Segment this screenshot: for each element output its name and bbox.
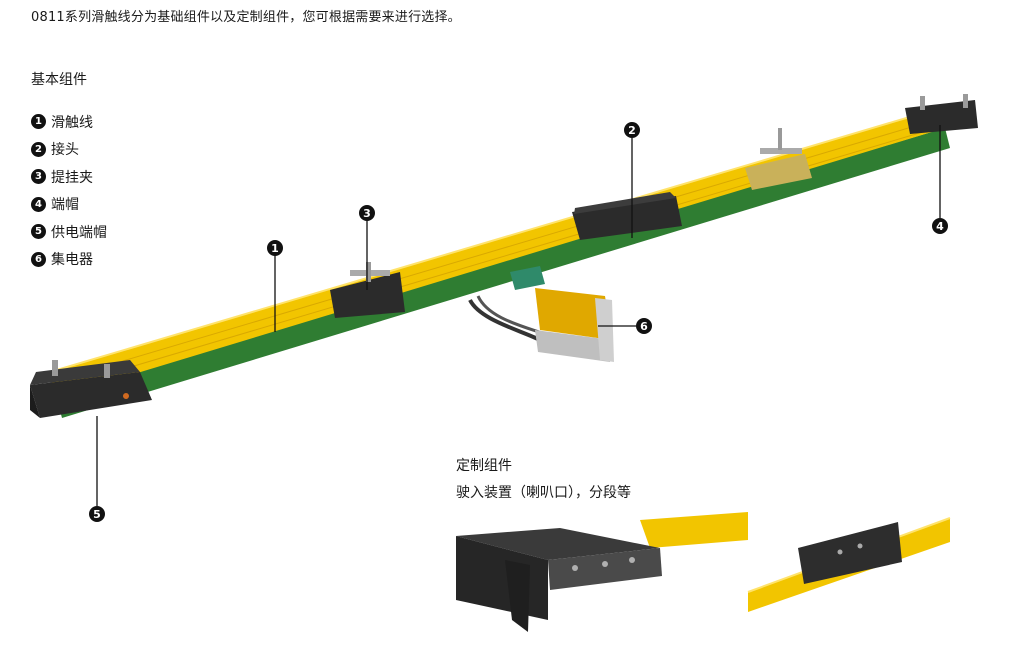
rail-joint — [572, 192, 682, 240]
list-item-label: 端帽 — [51, 197, 79, 214]
callout-4: 4 — [932, 218, 948, 234]
section-isolator-image — [747, 517, 951, 612]
number-badge: 4 — [31, 196, 46, 212]
callout-5: 5 — [89, 506, 105, 522]
end-cap — [905, 94, 978, 134]
conductor-rail — [49, 107, 950, 418]
rear-hanger-clamp — [745, 128, 812, 190]
list-item: 2 接头 — [31, 136, 107, 164]
list-item: 5 供电端帽 — [31, 218, 107, 246]
list-item: 6 集电器 — [31, 246, 107, 274]
number-badge: 3 — [31, 169, 46, 185]
callout-1: 1 — [267, 240, 283, 256]
list-item-label: 集电器 — [51, 252, 93, 269]
list-item-label: 供电端帽 — [51, 224, 107, 241]
callout-6: 6 — [636, 318, 652, 334]
hanger-clamp — [330, 262, 405, 318]
number-badge: 2 — [31, 141, 46, 157]
callout-2: 2 — [624, 122, 640, 138]
callout-lines — [96, 125, 941, 506]
number-badge: 5 — [31, 224, 46, 240]
list-item-label: 提挂夹 — [51, 169, 93, 186]
list-item-label: 滑触线 — [51, 114, 93, 131]
basic-components-title: 基本组件 — [31, 72, 87, 88]
custom-components-desc: 驶入装置（喇叭口），分段等 — [456, 485, 631, 501]
intro-text: 0811系列滑触线分为基础组件以及定制组件，您可根据需要来进行选择。 — [31, 10, 461, 25]
list-item: 3 提挂夹 — [31, 163, 107, 191]
number-badge: 1 — [31, 114, 46, 130]
basic-components-list: 1 滑触线 2 接头 3 提挂夹 4 端帽 5 供电端帽 6 集电器 — [31, 108, 107, 273]
entry-device-image — [456, 512, 748, 632]
list-item: 4 端帽 — [31, 191, 107, 219]
list-item: 1 滑触线 — [31, 108, 107, 136]
list-item-label: 接头 — [51, 142, 79, 159]
custom-components-title: 定制组件 — [456, 458, 512, 474]
current-collector — [468, 266, 614, 362]
feed-end-cap — [30, 360, 152, 418]
callout-3: 3 — [359, 205, 375, 221]
number-badge: 6 — [31, 251, 46, 267]
